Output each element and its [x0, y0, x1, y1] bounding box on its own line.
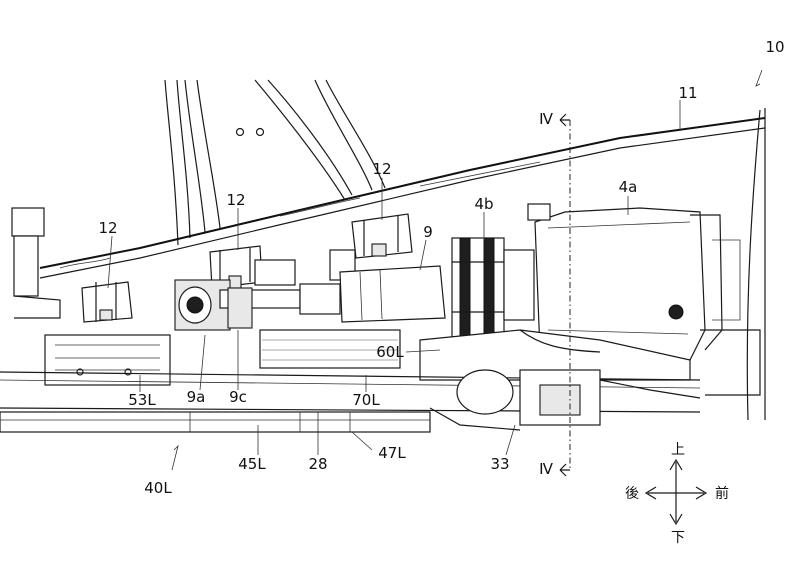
label-53L: 53L — [128, 391, 156, 409]
component-33 — [429, 369, 701, 431]
label-4b: 4b — [474, 195, 493, 213]
label-45L: 45L — [238, 455, 266, 473]
orientation-up-label: 上 — [671, 442, 685, 458]
drive-unit-4a — [527, 203, 761, 396]
label-12-right: 12 — [372, 160, 391, 178]
label-70L: 70L — [352, 391, 380, 409]
label-4a: 4a — [619, 178, 638, 196]
mount-left — [81, 281, 133, 323]
drive-flange — [451, 237, 535, 339]
label-47L: 47L — [378, 444, 406, 462]
left-bracket — [11, 207, 61, 319]
orientation-rear-label: 後 — [625, 486, 639, 502]
label-12-left: 12 — [98, 219, 117, 237]
leader-lines — [107, 69, 763, 471]
section-mark-bottom: Ⅳ — [539, 460, 553, 478]
label-40L: 40L — [144, 479, 172, 497]
label-11: 11 — [678, 84, 697, 102]
orientation-front-label: 前 — [715, 485, 729, 502]
mount-middle — [209, 245, 263, 289]
pillar-structure — [164, 79, 386, 246]
propeller-shaft — [178, 265, 446, 329]
section-line-iv — [559, 113, 571, 477]
label-33: 33 — [490, 455, 509, 473]
label-9c: 9c — [229, 388, 247, 406]
front-frame — [39, 108, 766, 421]
member-53L — [44, 334, 171, 386]
orientation-indicator — [644, 458, 708, 526]
label-28: 28 — [308, 455, 327, 473]
label-12-middle: 12 — [226, 191, 245, 209]
mount-right — [351, 213, 413, 259]
label-9a: 9a — [187, 388, 206, 406]
label-60L: 60L — [376, 343, 404, 361]
label-assembly-10: 10 — [765, 38, 784, 56]
orientation-down-label: 下 — [671, 530, 685, 546]
bottom-members — [0, 411, 431, 433]
section-mark-top: Ⅳ — [539, 110, 553, 128]
label-9: 9 — [423, 223, 433, 241]
